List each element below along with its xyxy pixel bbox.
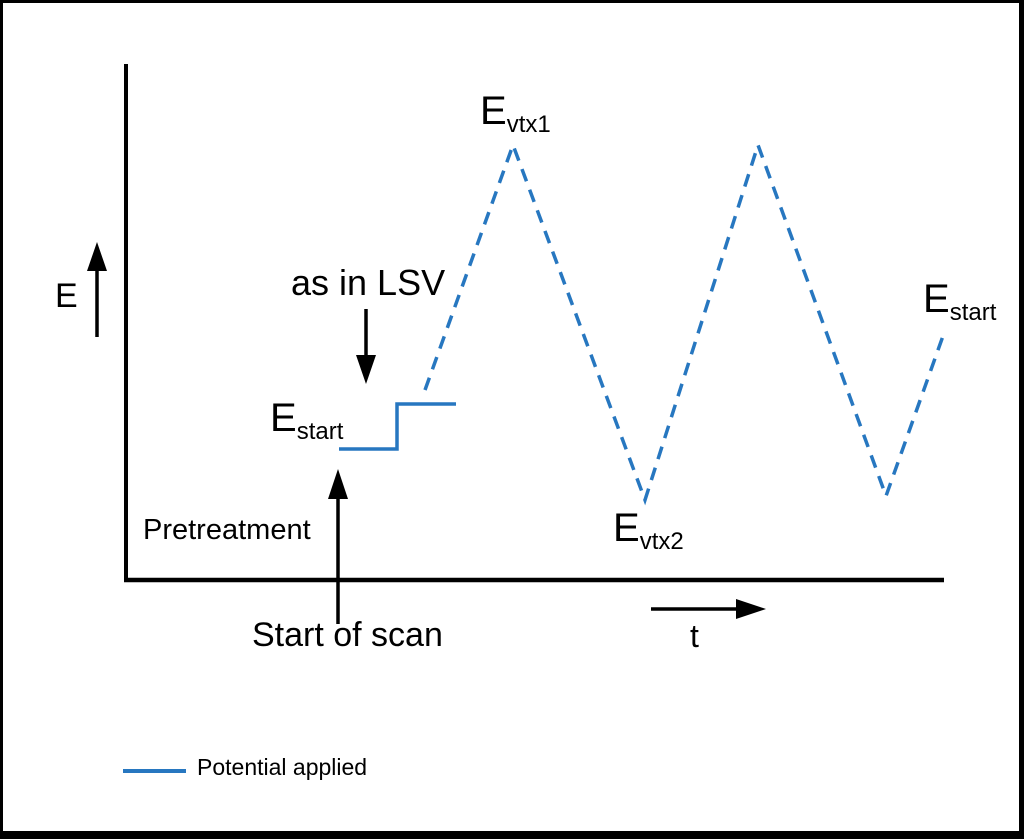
t-axis-arrow-head [736, 599, 766, 619]
e-axis-arrow-head [87, 242, 107, 271]
potential-dashed-line [423, 139, 945, 506]
x-axis-label: t [690, 618, 699, 654]
as-in-lsv-label: as in LSV [291, 262, 446, 303]
evtx1-base: E [480, 89, 507, 133]
start-of-scan-arrow-head [328, 469, 348, 499]
y-axis-label: E [55, 277, 78, 315]
e-axis-arrow [87, 242, 107, 337]
evtx1-sub: vtx1 [506, 111, 551, 138]
legend-label: Potential applied [197, 754, 368, 780]
estart-right-sub: start [949, 299, 997, 326]
potential-step-line [339, 402, 456, 451]
t-axis-arrow [651, 599, 766, 619]
evtx2-base: E [613, 506, 640, 550]
lsv-down-arrow-head [356, 355, 376, 384]
estart-left-label: Estart [270, 398, 343, 444]
start-of-scan-arrow [328, 469, 348, 624]
start-of-scan-label: Start of scan [252, 616, 443, 654]
evtx1-label: Evtx1 [480, 91, 551, 137]
evtx2-sub: vtx2 [639, 528, 684, 555]
estart-left-sub: start [296, 418, 344, 445]
diagram-canvas [87, 64, 945, 773]
lsv-down-arrow [356, 309, 376, 384]
estart-left-base: E [270, 396, 297, 440]
pretreatment-label: Pretreatment [143, 514, 311, 546]
estart-right-base: E [923, 277, 950, 321]
estart-right-label: Estart [923, 279, 996, 325]
evtx2-label: Evtx2 [613, 508, 684, 554]
